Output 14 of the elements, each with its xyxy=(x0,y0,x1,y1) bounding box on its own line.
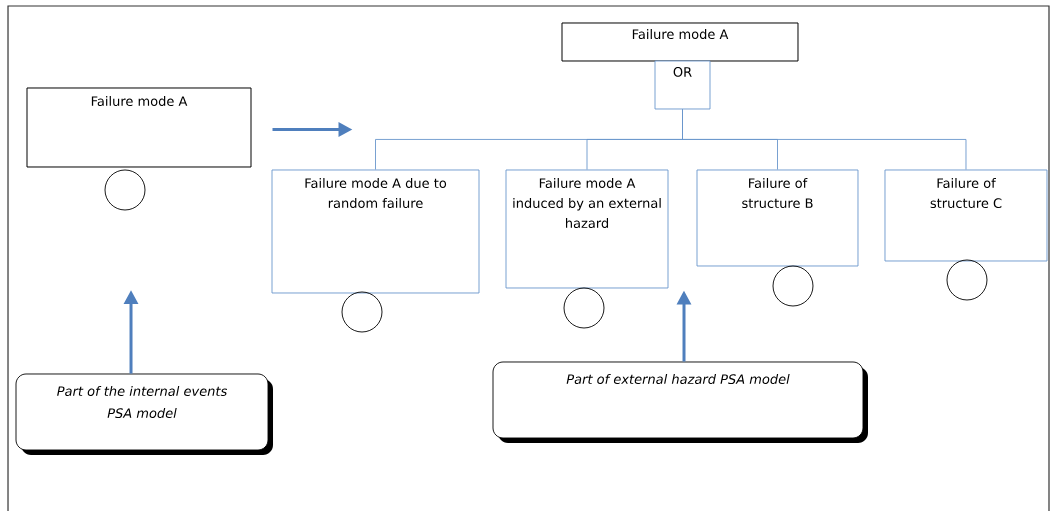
event-box: Failure of structure C xyxy=(884,169,1048,262)
event-box: Failure mode A induced by an external hazard xyxy=(505,169,669,289)
basic-event-circle xyxy=(341,291,383,333)
callout-box: Part of external hazard PSA model xyxy=(492,361,868,443)
event-box: Failure of structure B xyxy=(696,169,859,267)
basic-event-circle xyxy=(563,287,605,329)
callout-box: Part of the internal events PSA model xyxy=(15,373,273,455)
basic-event-circle xyxy=(946,259,988,301)
event-box: Failure mode A xyxy=(26,87,252,168)
basic-event-circle xyxy=(772,265,814,307)
connector-line xyxy=(682,109,967,170)
event-box: OR xyxy=(654,60,711,110)
basic-event-circle xyxy=(104,169,146,211)
event-box: Failure mode A due to random failure xyxy=(271,169,480,294)
